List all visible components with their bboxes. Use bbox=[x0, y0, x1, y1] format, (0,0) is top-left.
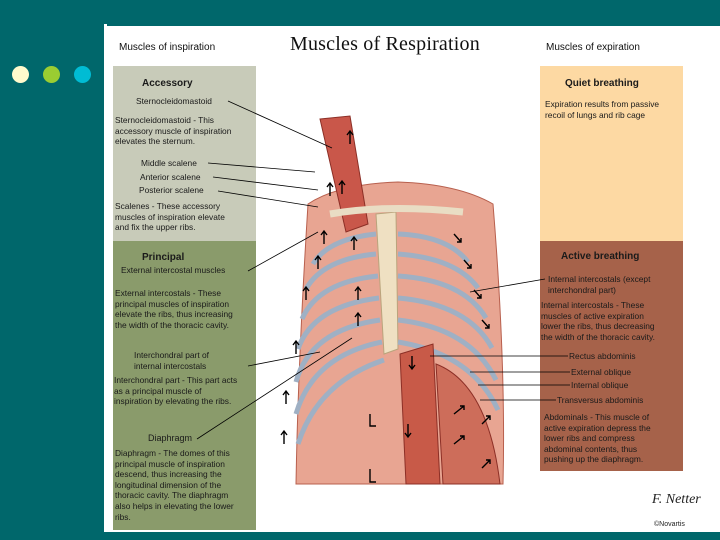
bottom-band bbox=[104, 532, 720, 540]
external-oblique-label: External oblique bbox=[571, 367, 632, 377]
ribs-right bbox=[397, 231, 501, 412]
external-intercostal-label: External intercostal muscles bbox=[121, 265, 226, 275]
diaphragm-label: Diaphragm bbox=[148, 433, 193, 443]
left-band bbox=[0, 0, 104, 540]
expiration-header: Muscles of expiration bbox=[546, 42, 640, 53]
neck-muscle bbox=[319, 115, 369, 233]
anterior-scalene-label: Anterior scalene bbox=[140, 172, 201, 182]
top-band bbox=[0, 0, 720, 26]
accessory-heading: Accessory bbox=[142, 78, 193, 89]
quiet-breathing-panel bbox=[540, 66, 683, 241]
deco-dot-1 bbox=[12, 66, 29, 83]
scalenes-description: Scalenes - These accessory muscles of in… bbox=[115, 201, 225, 233]
quiet-breathing-heading: Quiet breathing bbox=[565, 78, 639, 89]
accessory-panel bbox=[113, 66, 256, 241]
deco-dot-3 bbox=[74, 66, 91, 83]
middle-scalene-label: Middle scalene bbox=[141, 158, 197, 168]
abdominals-description: Abdominals - This muscle of active expir… bbox=[544, 412, 651, 465]
external-intercostal-description: External intercostals - These principal … bbox=[115, 288, 233, 330]
inspiration-header: Muscles of inspiration bbox=[119, 42, 216, 53]
movement-arrows bbox=[280, 129, 491, 483]
deco-dot-2 bbox=[43, 66, 60, 83]
rib-cage-illustration bbox=[280, 115, 505, 485]
principal-panel bbox=[113, 241, 256, 530]
posterior-scalene-label: Posterior scalene bbox=[139, 185, 204, 195]
principal-heading: Principal bbox=[142, 252, 185, 263]
interchondral-label: Interchondral part of internal intercost… bbox=[134, 350, 209, 371]
ribs-left bbox=[293, 231, 385, 445]
rectus-abdominis-label: Rectus abdominis bbox=[569, 351, 636, 361]
internal-oblique-label: Internal oblique bbox=[571, 380, 629, 390]
rectus-abdominis bbox=[399, 343, 441, 485]
sternum bbox=[375, 211, 399, 355]
interchondral-description: Interchondral part - This part acts as a… bbox=[114, 375, 238, 407]
copyright: ©Novartis bbox=[654, 521, 685, 528]
scm-label: Sternocleidomastoid bbox=[136, 96, 212, 106]
page-title: Muscles of Respiration bbox=[290, 33, 480, 55]
internal-intercostal-label: Internal intercostals (except interchond… bbox=[548, 274, 651, 295]
active-breathing-heading: Active breathing bbox=[561, 251, 640, 262]
transversus-abdominis-label: Transversus abdominis bbox=[557, 395, 644, 405]
oblique-muscles bbox=[435, 363, 501, 485]
divider-rule bbox=[104, 24, 107, 100]
scm-description: Sternocleidomastoid - This accessory mus… bbox=[115, 115, 232, 147]
clavicle bbox=[329, 204, 464, 218]
diaphragm-description: Diaphragm - The domes of this principal … bbox=[115, 448, 234, 522]
quiet-breathing-description: Expiration results from passive recoil o… bbox=[545, 99, 660, 120]
internal-intercostal-description: Internal intercostals - These muscles of… bbox=[541, 300, 655, 342]
artist-signature: F. Netter bbox=[652, 492, 701, 507]
